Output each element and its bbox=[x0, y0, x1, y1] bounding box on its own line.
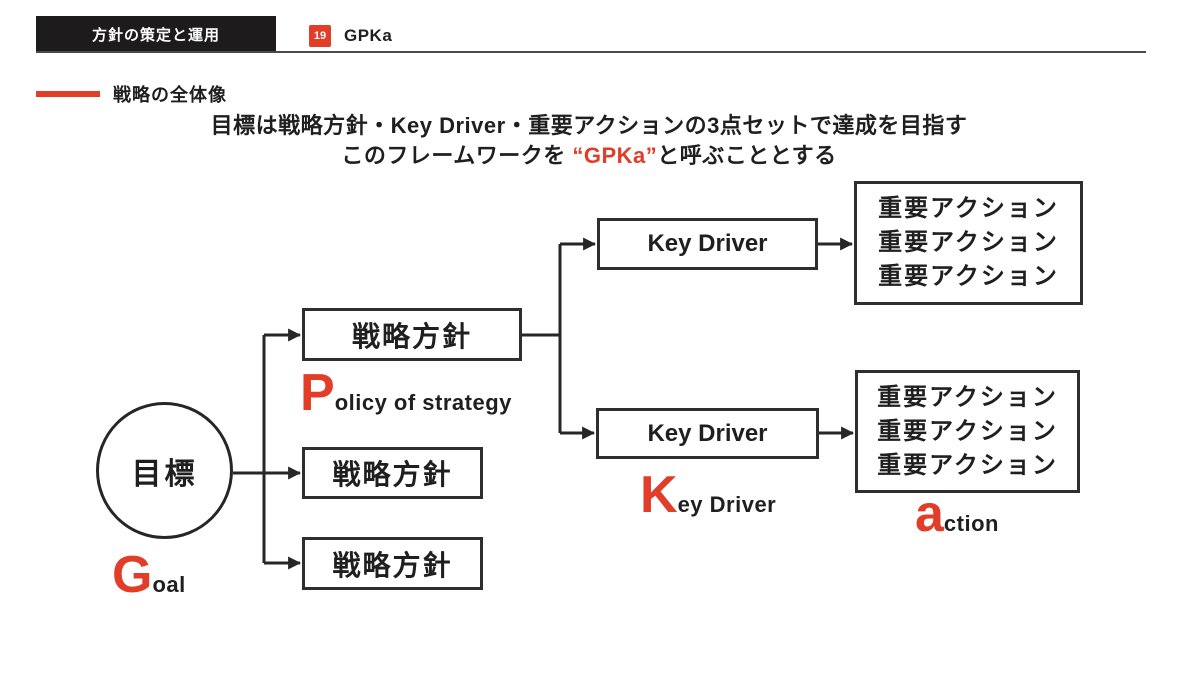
action-item: 重要アクション bbox=[878, 263, 1059, 290]
action-item: 重要アクション bbox=[877, 417, 1058, 445]
action-caption: action bbox=[915, 488, 999, 540]
slide-title-line2: このフレームワークを “GPKa”と呼ぶこととする bbox=[0, 141, 1178, 171]
action-item: 重要アクション bbox=[878, 195, 1059, 222]
key-driver-box-1: Key Driver bbox=[597, 218, 818, 270]
page-title: GPKa bbox=[344, 26, 393, 45]
red-bar bbox=[36, 91, 100, 97]
slide-title: 目標は戦略方針・Key Driver・重要アクションの3点セットで達成を目指す … bbox=[0, 111, 1178, 171]
key-driver-caption-initial: K bbox=[640, 466, 678, 524]
header-rule bbox=[36, 51, 1146, 53]
section-heading: 戦略の全体像 bbox=[36, 81, 227, 107]
goal-caption: Goal bbox=[112, 549, 186, 601]
key-driver-caption: Key Driver bbox=[640, 469, 776, 521]
policy-box-1: 戦略方針 bbox=[302, 308, 522, 361]
policy-box-2: 戦略方針 bbox=[302, 447, 483, 499]
slide-title-line1: 目標は戦略方針・Key Driver・重要アクションの3点セットで達成を目指す bbox=[210, 113, 968, 138]
action-box-1-lines: 重要アクション 重要アクション 重要アクション bbox=[878, 192, 1059, 294]
section-heading-label: 戦略の全体像 bbox=[113, 85, 227, 105]
title-line2-after: と呼ぶこととする bbox=[657, 143, 837, 168]
section-tab-label: 方針の策定と運用 bbox=[91, 27, 220, 44]
action-caption-rest: ction bbox=[943, 511, 999, 536]
goal-caption-rest: oal bbox=[152, 572, 186, 597]
section-tab: 方針の策定と運用 bbox=[36, 16, 276, 53]
page-number-badge: 19 bbox=[309, 25, 331, 47]
action-caption-initial: a bbox=[915, 485, 944, 543]
action-box-2: 重要アクション 重要アクション 重要アクション bbox=[855, 370, 1080, 493]
action-box-2-lines: 重要アクション 重要アクション 重要アクション bbox=[877, 381, 1058, 483]
title-line2-before: このフレームワークを bbox=[341, 143, 573, 168]
policy-box-3: 戦略方針 bbox=[302, 537, 483, 590]
action-item: 重要アクション bbox=[878, 229, 1059, 256]
goal-caption-initial: G bbox=[112, 546, 153, 604]
key-driver-caption-rest: ey Driver bbox=[677, 492, 777, 517]
title-gpka-highlight: “GPKa” bbox=[572, 143, 658, 168]
action-item: 重要アクション bbox=[877, 451, 1058, 479]
policy-caption-initial: P bbox=[300, 364, 335, 422]
key-driver-box-2: Key Driver bbox=[596, 408, 819, 459]
policy-caption-rest: olicy of strategy bbox=[334, 390, 512, 415]
action-box-1: 重要アクション 重要アクション 重要アクション bbox=[854, 181, 1083, 305]
policy-caption: Policy of strategy bbox=[300, 367, 512, 419]
goal-node: 目標 bbox=[96, 402, 233, 539]
action-item: 重要アクション bbox=[877, 383, 1058, 411]
